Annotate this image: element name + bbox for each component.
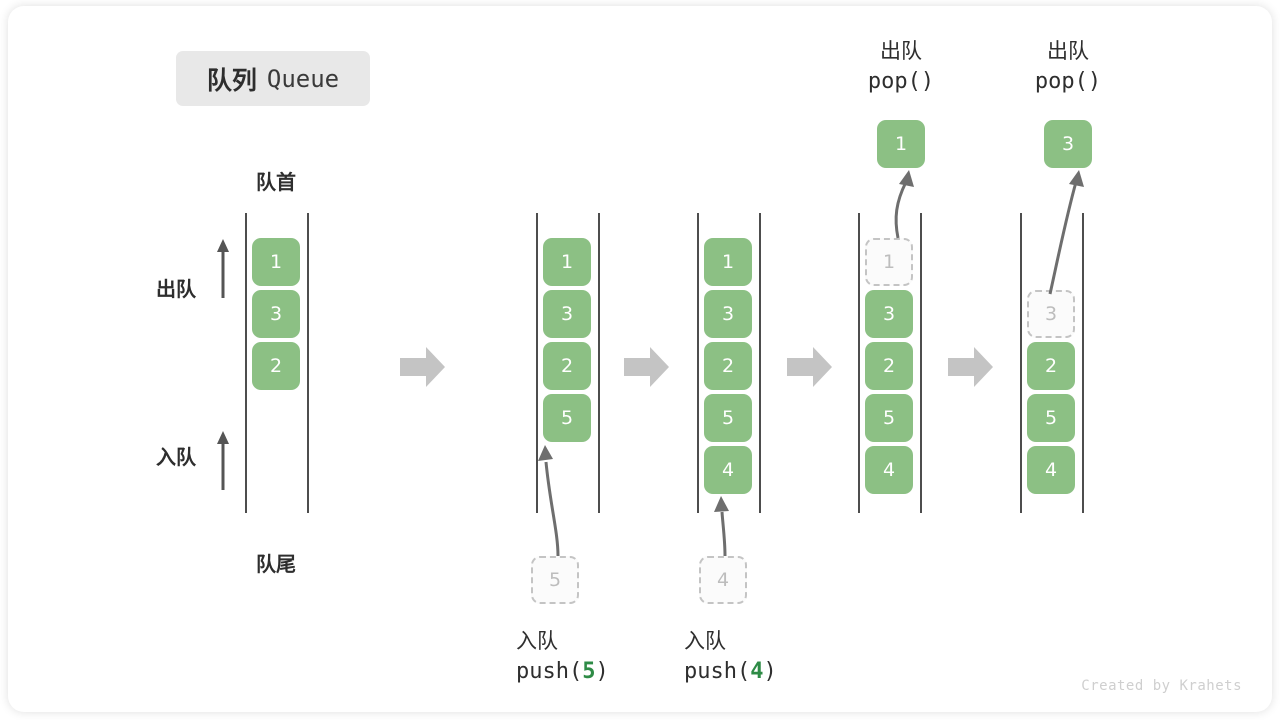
queue-cell: 3 (704, 290, 752, 338)
push-ghost-box: 4 (699, 556, 747, 604)
queue-rail-left-4 (858, 213, 860, 513)
step-arrow-icon (948, 346, 994, 388)
queue-cell: 4 (865, 446, 913, 494)
pop-1-label-cn: 出队 (880, 39, 922, 63)
enqueue-direction-arrow-icon (215, 430, 229, 492)
queue-rail-right-3 (759, 213, 761, 513)
pop-3-arrow-icon (1028, 168, 1098, 301)
popped-value-box: 1 (877, 120, 925, 168)
queue-cell-ghost: 1 (865, 238, 913, 286)
queue-cell: 3 (543, 290, 591, 338)
queue-cell: 5 (865, 394, 913, 442)
label-queue-rear: 队尾 (256, 552, 296, 576)
queue-cell-ghost: 3 (1027, 290, 1075, 338)
queue-cell: 1 (704, 238, 752, 286)
queue-rail-left-2 (536, 213, 538, 513)
title-english: Queue (266, 64, 340, 93)
queue-cell: 4 (1027, 446, 1075, 494)
push-ghost-box: 5 (531, 556, 579, 604)
queue-cell: 2 (543, 342, 591, 390)
step-arrow-icon (787, 346, 833, 388)
push-5-caption: 入队 push(5) (516, 626, 609, 688)
pop-3-code: pop() (1034, 69, 1102, 95)
queue-rail-right-5 (1082, 213, 1084, 513)
queue-rail-left-3 (697, 213, 699, 513)
queue-cell: 2 (704, 342, 752, 390)
queue-cell: 3 (865, 290, 913, 338)
dequeue-direction-arrow-icon (215, 238, 229, 300)
queue-rail-right-4 (920, 213, 922, 513)
push-4-caption: 入队 push(4) (684, 626, 777, 688)
queue-cell: 1 (252, 238, 300, 286)
push-5-code: push(5) (516, 659, 609, 685)
diagram-title-badge: 队列 Queue (176, 51, 370, 106)
pop-1-code: pop() (867, 69, 935, 95)
queue-cell: 5 (1027, 394, 1075, 442)
queue-rail-left-5 (1020, 213, 1022, 513)
diagram-card: 队列 Queue 队首 队尾 出队 入队 1 3 2 1 3 2 5 (8, 6, 1272, 712)
push-5-arrow-icon (528, 442, 588, 563)
label-enqueue: 入队 (156, 445, 196, 469)
label-dequeue: 出队 (156, 277, 196, 301)
step-arrow-icon (624, 346, 670, 388)
popped-value-box: 3 (1044, 120, 1092, 168)
push-4-code: push(4) (684, 659, 777, 685)
title-chinese: 队列 (206, 65, 257, 95)
pop-3-caption: 出队 pop() (1013, 36, 1123, 98)
pop-1-caption: 出队 pop() (846, 36, 956, 98)
push-4-label-cn: 入队 (684, 629, 726, 653)
pop-1-arrow-icon (868, 168, 928, 245)
queue-cell: 4 (704, 446, 752, 494)
queue-cell: 1 (543, 238, 591, 286)
queue-cell: 3 (252, 290, 300, 338)
queue-rail-right-1 (307, 213, 309, 513)
push-5-label-cn: 入队 (516, 629, 558, 653)
queue-cell: 2 (1027, 342, 1075, 390)
queue-rail-left-1 (245, 213, 247, 513)
pop-3-label-cn: 出队 (1047, 39, 1089, 63)
queue-cell: 2 (252, 342, 300, 390)
label-queue-front: 队首 (256, 170, 296, 194)
step-arrow-icon (400, 346, 446, 388)
queue-cell: 5 (543, 394, 591, 442)
push-4-arrow-icon (700, 494, 750, 563)
queue-cell: 2 (865, 342, 913, 390)
queue-cell: 5 (704, 394, 752, 442)
credit-text: Created by Krahets (1081, 678, 1242, 694)
queue-rail-right-2 (598, 213, 600, 513)
